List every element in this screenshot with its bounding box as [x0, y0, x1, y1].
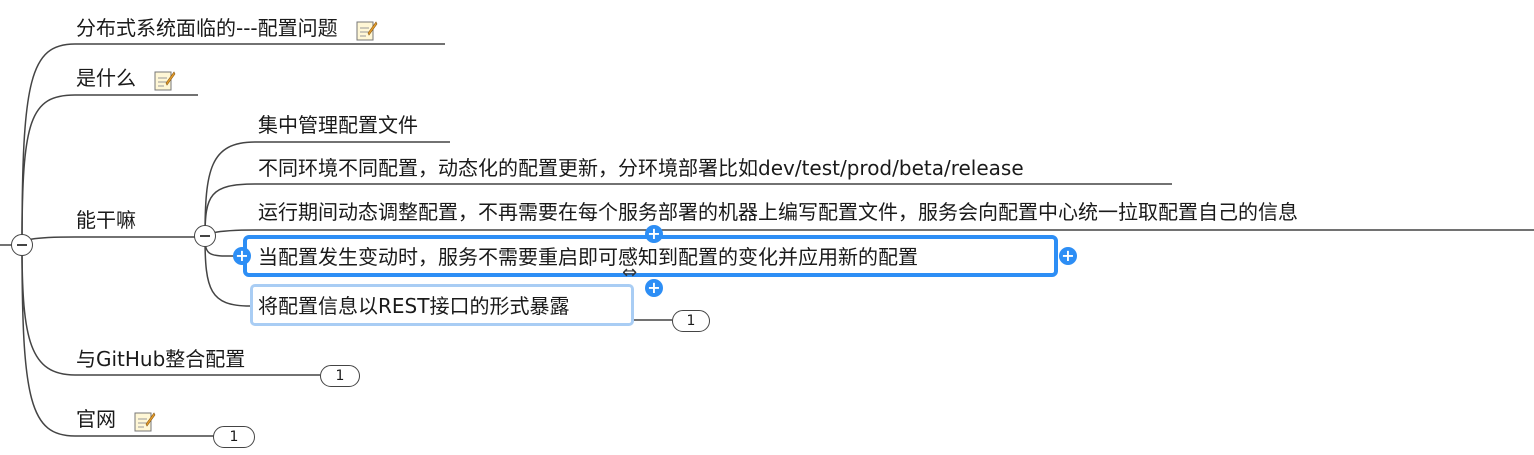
collapse-minus-icon[interactable] [194, 225, 216, 247]
add-topic-plus-icon[interactable]: + [233, 247, 251, 265]
subtopic-env-config[interactable]: 不同环境不同配置，动态化的配置更新，分环境部署比如dev/test/prod/b… [258, 154, 1024, 182]
topic-label: 不同环境不同配置，动态化的配置更新，分环境部署比如dev/test/prod/b… [258, 156, 1024, 180]
add-topic-plus-icon[interactable]: + [1059, 247, 1077, 265]
note-pad-icon[interactable] [152, 68, 176, 92]
note-pad-icon[interactable] [354, 18, 378, 42]
topic-what-can-do[interactable]: 能干嘛 [76, 206, 136, 234]
subtopic-no-restart[interactable]: 当配置发生变动时，服务不需要重启即可感知到配置的变化并应用新的配置 [258, 243, 918, 271]
collapsed-count-badge[interactable]: 1 [320, 365, 360, 387]
note-pad-icon[interactable] [132, 409, 156, 433]
topic-label: 将配置信息以REST接口的形式暴露 [258, 294, 570, 318]
topic-label: 能干嘛 [76, 208, 136, 232]
topic-label: 运行期间动态调整配置，不再需要在每个服务部署的机器上编写配置文件，服务会向配置中… [258, 200, 1298, 224]
collapsed-count-badge[interactable]: 1 [672, 310, 710, 332]
topic-label: 当配置发生变动时，服务不需要重启即可感知到配置的变化并应用新的配置 [258, 245, 918, 269]
topic-github-integration[interactable]: 与GitHub整合配置 [76, 345, 245, 373]
subtopic-rest-expose[interactable]: 将配置信息以REST接口的形式暴露 [258, 292, 569, 320]
topic-label: 分布式系统面临的---配置问题 [76, 16, 338, 40]
drag-cursor-icon: ⇔ [622, 262, 638, 283]
hovered-topic-frame [250, 284, 634, 326]
topic-label: 与GitHub整合配置 [76, 347, 246, 371]
collapse-minus-icon[interactable] [11, 234, 33, 256]
subtopic-central-config[interactable]: 集中管理配置文件 [258, 111, 418, 139]
topic-label: 是什么 [76, 66, 136, 90]
add-topic-plus-icon[interactable]: + [645, 225, 663, 243]
topic-label: 集中管理配置文件 [258, 113, 418, 137]
collapsed-count-badge[interactable]: 1 [213, 426, 255, 448]
topic-official-site[interactable]: 官网 [76, 405, 156, 433]
topic-label: 官网 [76, 407, 116, 431]
topic-distributed-config-problem[interactable]: 分布式系统面临的---配置问题 [76, 14, 378, 42]
add-topic-plus-icon[interactable]: + [645, 279, 663, 297]
topic-what-is[interactable]: 是什么 [76, 64, 176, 92]
subtopic-runtime-adjust[interactable]: 运行期间动态调整配置，不再需要在每个服务部署的机器上编写配置文件，服务会向配置中… [258, 198, 1298, 226]
